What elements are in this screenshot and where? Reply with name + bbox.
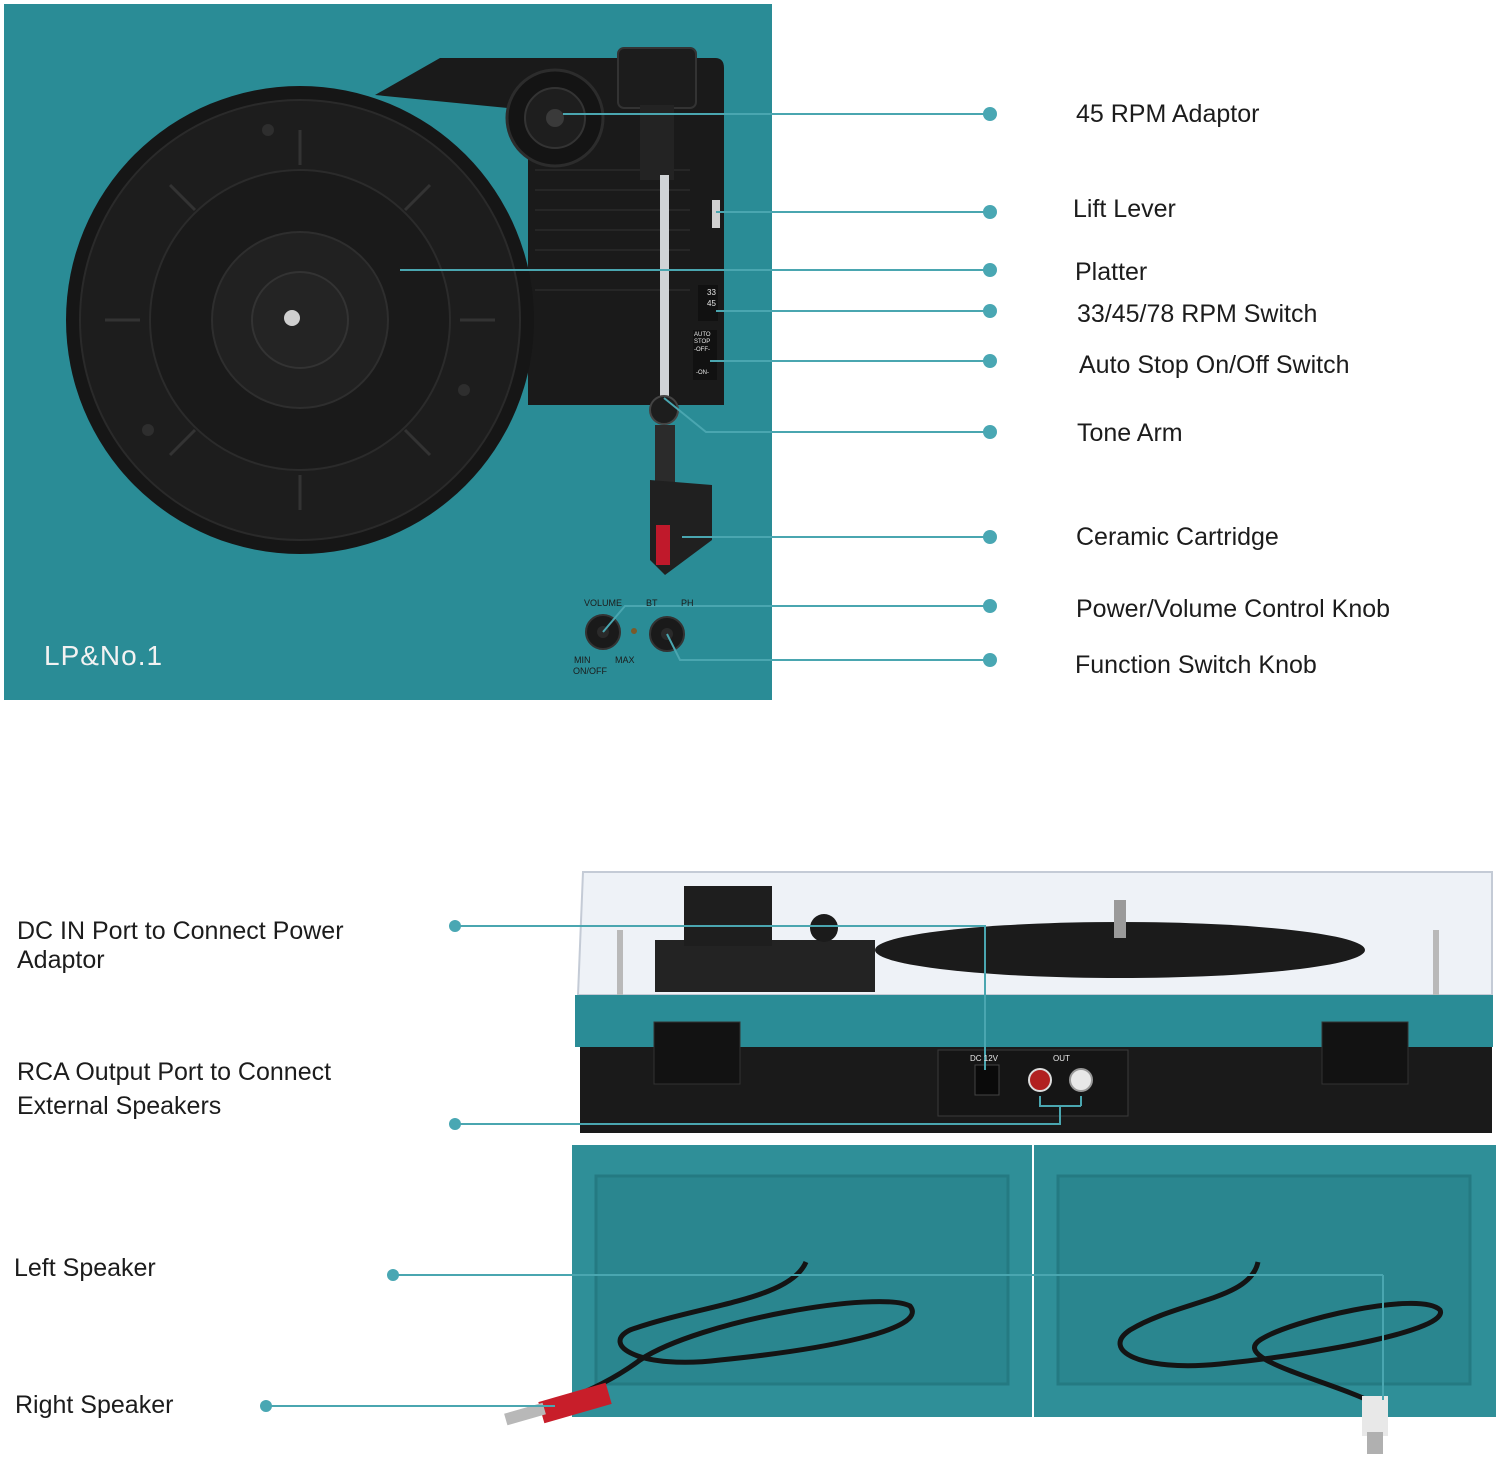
rca-white-port (1069, 1068, 1093, 1092)
left-speaker (572, 1145, 1032, 1417)
label-right-speaker: Right Speaker (15, 1391, 174, 1419)
right-speaker (1034, 1145, 1496, 1417)
rca-red-port (1028, 1068, 1052, 1092)
ph-mark: PH (681, 598, 694, 608)
max-mark: MAX (615, 655, 635, 665)
dc-in-port (974, 1064, 1000, 1096)
ceramic-cartridge (650, 480, 712, 575)
label-45-rpm-adaptor: 45 RPM Adaptor (1076, 100, 1260, 128)
rear-platter (875, 922, 1365, 978)
onoff-mark: ON/OFF (573, 666, 607, 676)
bottom-callout-dots (260, 920, 461, 1412)
status-led (631, 628, 637, 634)
label-ceramic-cartridge: Ceramic Cartridge (1076, 523, 1279, 551)
label-auto-stop-switch: Auto Stop On/Off Switch (1079, 351, 1350, 379)
rear-knob (810, 914, 838, 942)
label-rca-output: RCA Output Port to Connect External Spea… (17, 1058, 332, 1120)
label-lift-lever: Lift Lever (1073, 195, 1176, 223)
auto-stop-switch (693, 330, 717, 380)
hinge-block-right (1321, 1021, 1409, 1085)
label-tone-arm: Tone Arm (1077, 419, 1183, 447)
label-rpm-switch: 33/45/78 RPM Switch (1077, 300, 1318, 328)
white-rca-tip (1367, 1432, 1383, 1454)
min-mark: MIN (574, 655, 591, 665)
platter (66, 86, 534, 554)
speaker-cables (548, 1260, 1443, 1411)
label-function-knob: Function Switch Knob (1075, 651, 1317, 679)
brand-logo: LP&No.1 (44, 640, 164, 671)
bottom-callout-lines (266, 925, 1384, 1407)
hinge-block-left (653, 1021, 741, 1085)
rear-tonearm-base (655, 940, 875, 992)
top-callout-lines (400, 113, 990, 661)
tonearm-deck (375, 58, 724, 405)
rear-spindle (1114, 900, 1126, 938)
top-callout-dots (983, 107, 997, 667)
tone-arm (617, 47, 697, 500)
red-rca-plug (538, 1382, 612, 1424)
rpm-45-mark: 45 (707, 299, 716, 308)
auto-stop-mark: AUTO STOP (694, 332, 711, 345)
label-left-speaker: Left Speaker (14, 1254, 156, 1282)
rpm-adaptor-45-icon (505, 68, 605, 168)
off-mark: -OFF- (694, 347, 710, 353)
rpm-33-mark: 33 (707, 288, 716, 297)
label-dc-in-port: DC IN Port to Connect Power Adaptor (17, 917, 344, 974)
label-platter: Platter (1075, 258, 1148, 286)
on-mark: -ON- (696, 370, 709, 376)
dc-12v-mark: DC 12V (970, 1054, 999, 1063)
white-rca-plug (1362, 1396, 1388, 1436)
out-mark: OUT (1053, 1054, 1070, 1063)
label-volume-knob: Power/Volume Control Knob (1076, 595, 1391, 623)
bt-mark: BT (646, 598, 658, 608)
rear-cartridge (684, 886, 772, 946)
red-rca-tip (504, 1402, 546, 1426)
lift-lever (712, 200, 720, 228)
rpm-switch (698, 285, 718, 321)
volume-mark: VOLUME (584, 598, 623, 608)
